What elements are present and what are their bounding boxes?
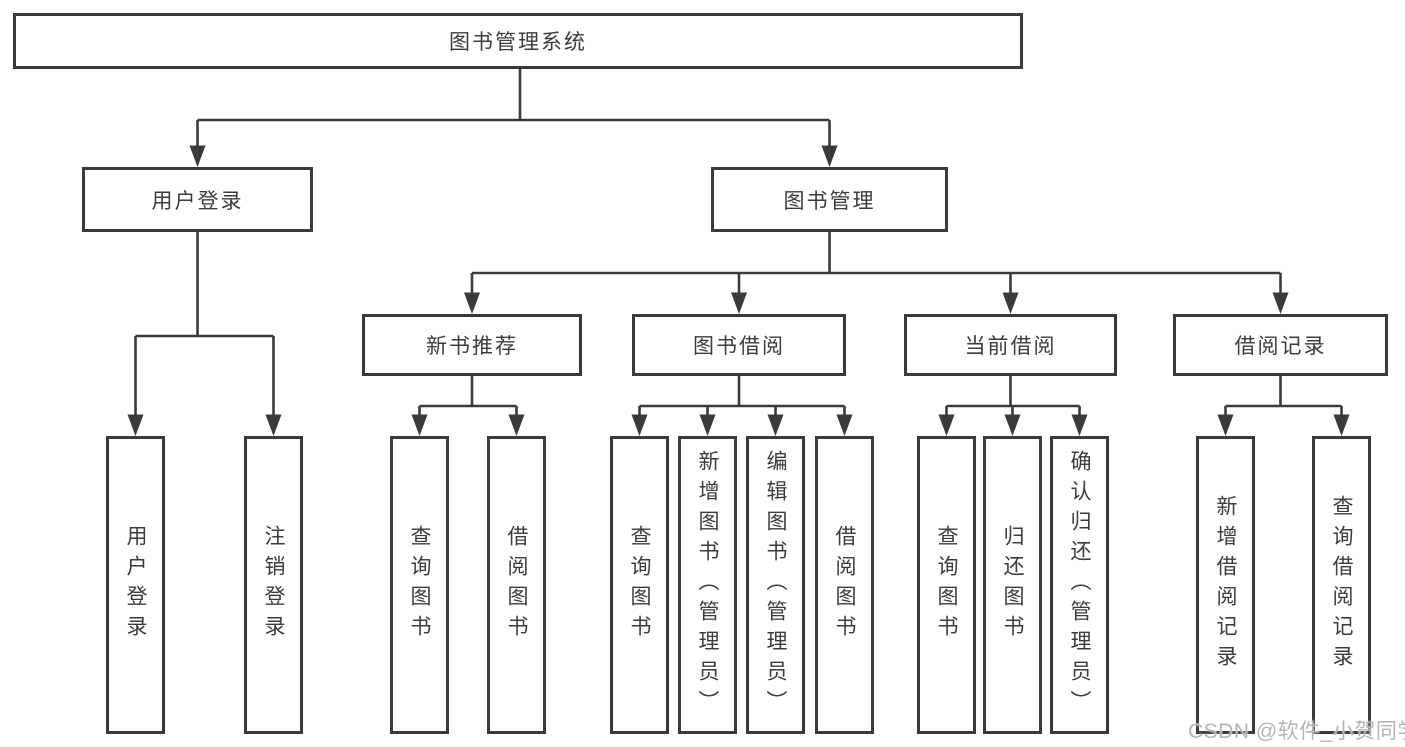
node-root: 图书管理系统 [13,13,1023,69]
leaf-user-login-label: 用户登录 [124,525,147,645]
node-current-borrow: 当前借阅 [904,314,1117,376]
node-borrow-records-label: 借阅记录 [1234,335,1327,358]
node-borrow-records: 借阅记录 [1173,314,1388,376]
node-book-borrow: 图书借阅 [632,314,846,376]
leaf-borrow-books: 借阅图书 [815,436,874,734]
leaf-edit-book-admin-label: 编辑图书（管理员） [764,450,787,720]
node-root-label: 图书管理系统 [449,31,587,54]
leaf-return-books-label: 归还图书 [1001,525,1024,645]
leaf-borrow-books-label: 借阅图书 [833,525,856,645]
leaf-query-borrow-record: 查询借阅记录 [1312,436,1371,734]
leaf-add-book-admin-label: 新增图书（管理员） [696,450,719,720]
node-new-book-recommend-label: 新书推荐 [426,335,518,358]
leaf-confirm-return-admin-label: 确认归还（管理员） [1068,450,1091,720]
leaf-query-books-borrow-label: 查询图书 [628,525,651,645]
leaf-logout: 注销登录 [244,436,303,734]
leaf-borrow-books-recommend-label: 借阅图书 [505,525,528,645]
leaf-add-borrow-record: 新增借阅记录 [1196,436,1255,734]
leaf-query-books-recommend-label: 查询图书 [408,525,431,645]
leaf-query-books-current-label: 查询图书 [935,525,958,645]
leaf-query-borrow-record-label: 查询借阅记录 [1330,495,1353,675]
node-book-management-label: 图书管理 [783,189,876,213]
node-new-book-recommend: 新书推荐 [362,314,582,376]
leaf-query-books-borrow: 查询图书 [610,436,669,734]
node-book-management: 图书管理 [711,167,948,232]
leaf-borrow-books-recommend: 借阅图书 [487,436,546,734]
leaf-user-login: 用户登录 [106,436,165,734]
leaf-logout-label: 注销登录 [262,525,285,645]
leaf-confirm-return-admin: 确认归还（管理员） [1050,436,1109,734]
node-user-login-label: 用户登录 [151,189,244,213]
node-current-borrow-label: 当前借阅 [964,335,1057,358]
leaf-return-books: 归还图书 [983,436,1042,734]
node-user-login: 用户登录 [82,167,313,232]
leaf-add-book-admin: 新增图书（管理员） [678,436,737,734]
leaf-add-borrow-record-label: 新增借阅记录 [1214,495,1237,675]
leaf-edit-book-admin: 编辑图书（管理员） [746,436,805,734]
node-book-borrow-label: 图书借阅 [693,335,785,358]
leaf-query-books-current: 查询图书 [917,436,976,734]
leaf-query-books-recommend: 查询图书 [390,436,449,734]
csdn-watermark: CSDN @软件_小贺同学 [1188,720,1405,743]
